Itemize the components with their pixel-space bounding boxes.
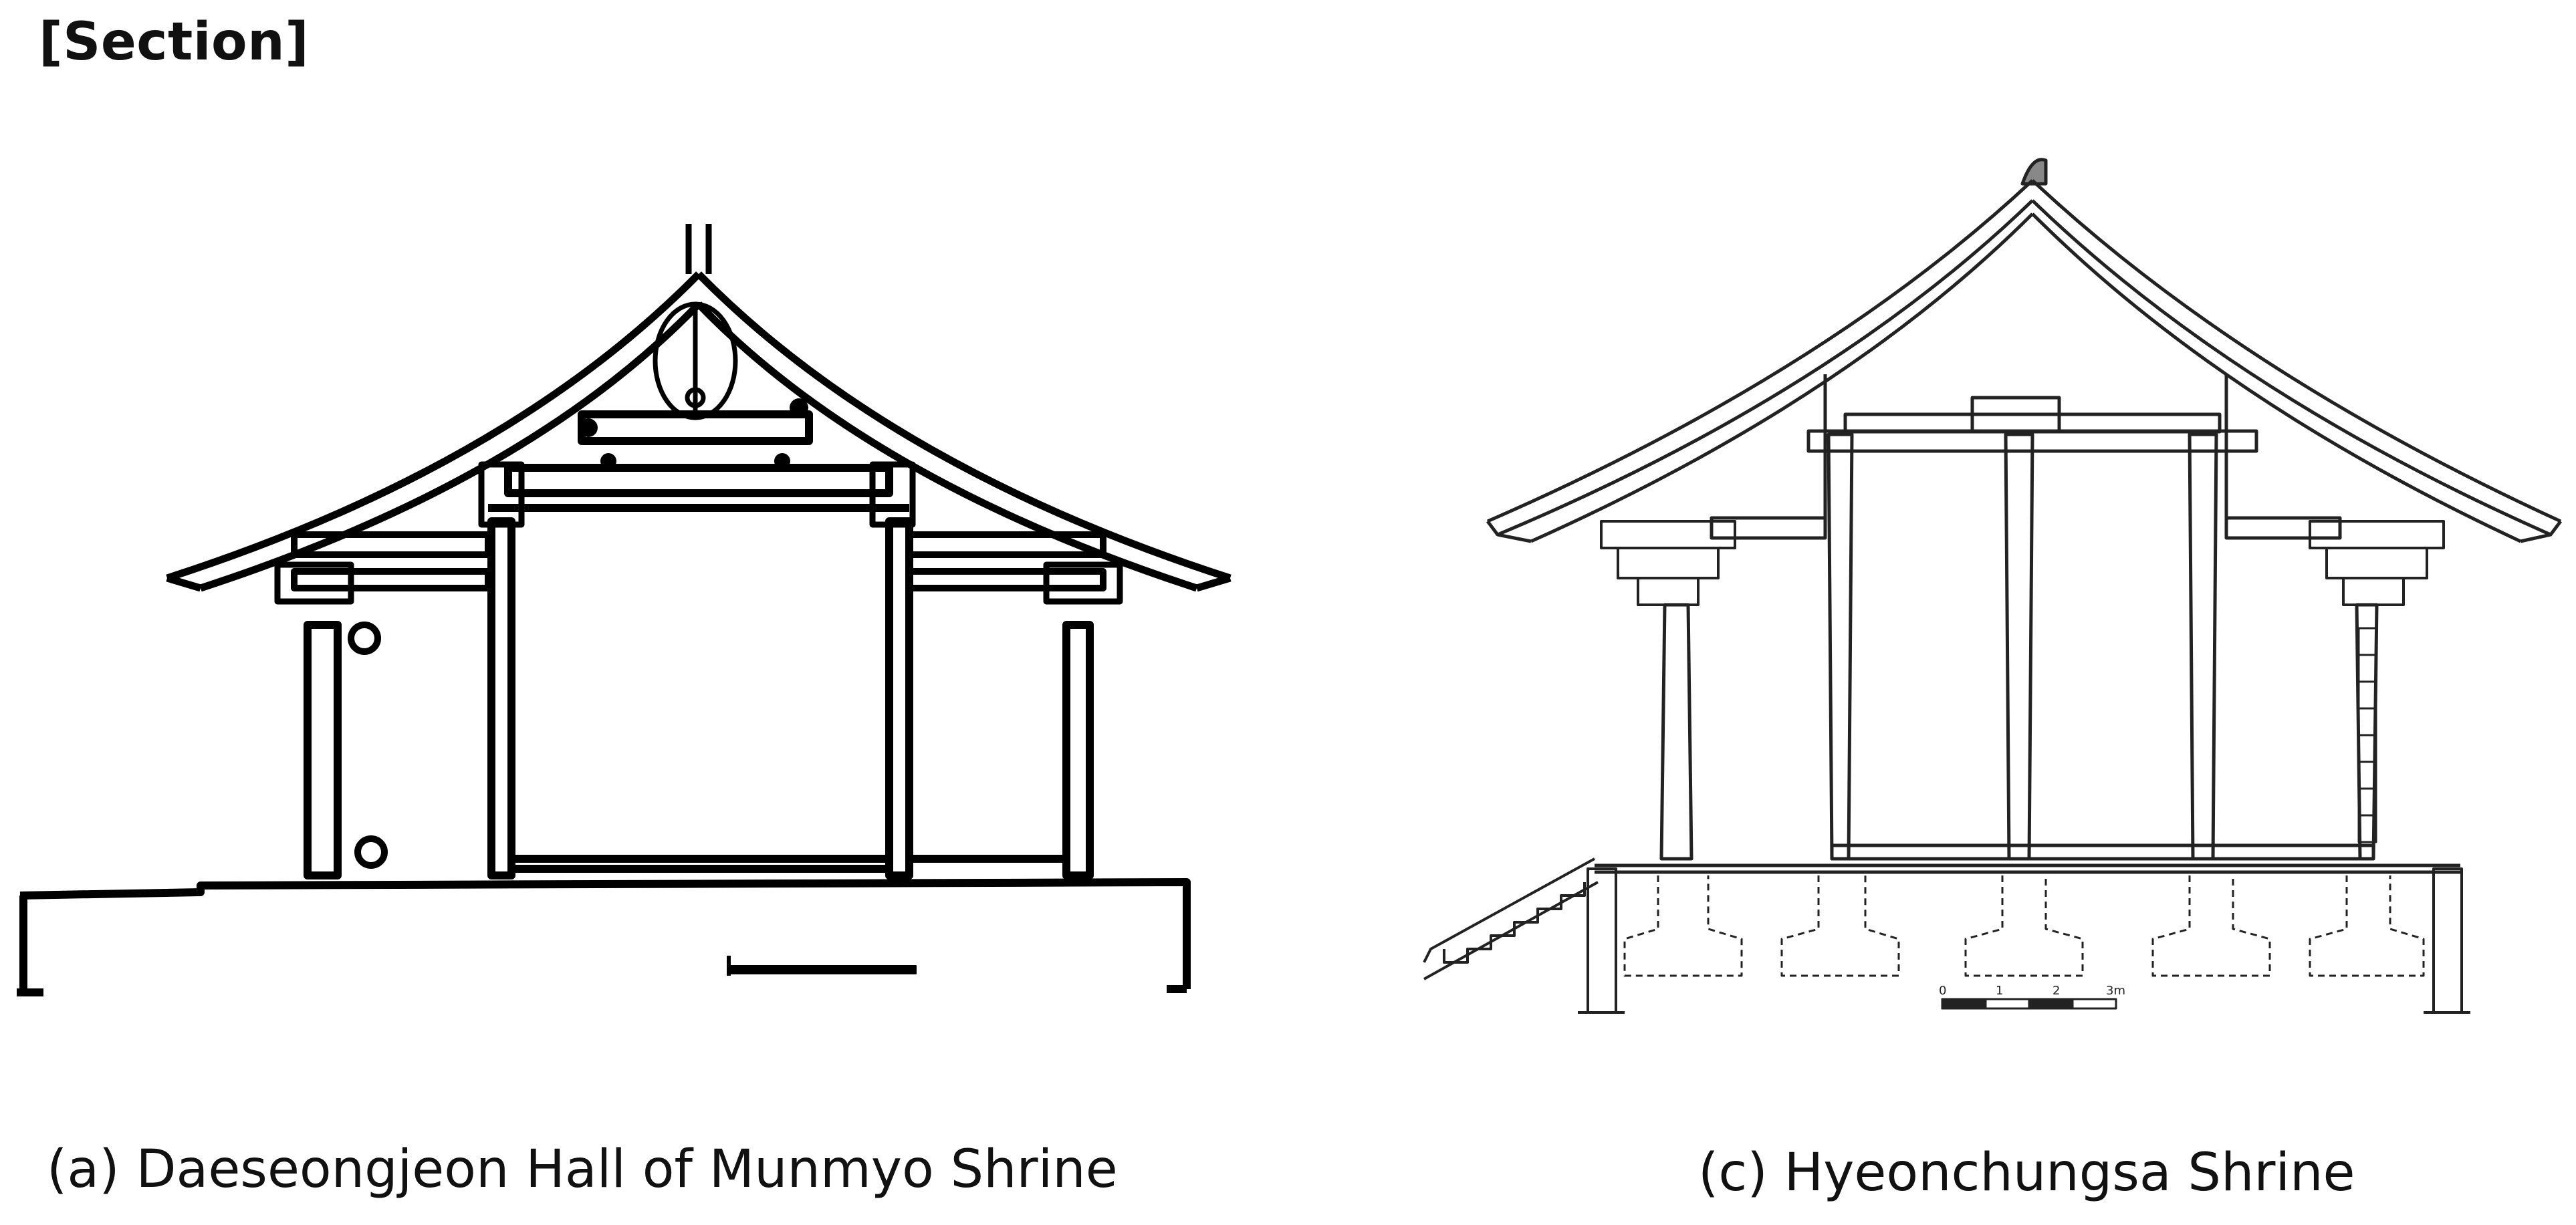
caption-c: (c) Hyeonchungsa Shrine (1698, 1143, 2355, 1203)
beam-rosettes (579, 398, 808, 469)
foundation-walls (1578, 867, 2470, 1014)
ridge-cap (2020, 158, 2048, 186)
interior-frame (511, 855, 1066, 873)
round-marks (348, 622, 388, 869)
section-heading: [Section] (39, 12, 310, 72)
roof-curve (166, 271, 1232, 592)
bracket-clusters (1600, 520, 2445, 606)
columns (1659, 432, 2379, 861)
scale-bar-c (1941, 998, 2117, 1010)
roof-curve (1486, 179, 2562, 543)
floor (1595, 843, 2460, 874)
gable-ornament (653, 301, 738, 420)
columns (304, 517, 1094, 879)
column-footings (1623, 875, 2425, 977)
ridge-finial (685, 224, 712, 274)
scale-bar-c-labels: 0 1 2 3m (1939, 984, 2125, 998)
platform (17, 878, 1191, 996)
scale-label-1: 1 (1996, 984, 2003, 998)
scale-bar-a (727, 956, 917, 976)
side-tie-beams (291, 531, 1106, 591)
side-tie-beams (1710, 374, 2342, 540)
caption-a: (a) Daeseongjeon Hall of Munmyo Shrine (47, 1139, 1118, 1200)
brick-wall (2357, 627, 2377, 843)
drawing-c-hyeonchungsa-section (1423, 158, 2562, 1014)
scale-label-0: 0 (1939, 984, 1946, 998)
scale-label-2: 2 (2053, 984, 2060, 998)
entrance-stairs (1423, 857, 1599, 980)
scale-label-3m: 3m (2106, 984, 2125, 998)
drawing-a-daeseongjeon-section (17, 224, 1232, 996)
